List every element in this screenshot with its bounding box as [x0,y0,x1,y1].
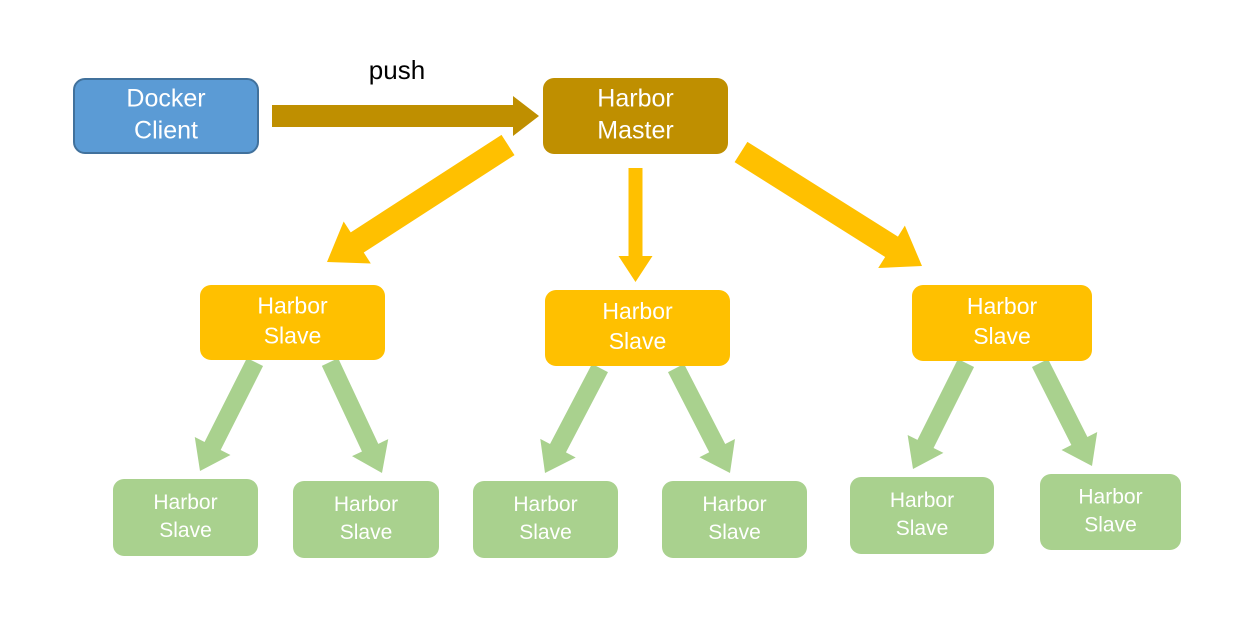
harbor-slave-mid-2-box[interactable] [545,290,730,366]
edge-slave2-to-leaf4 [668,363,735,473]
docker-client-label-line1: Docker [126,85,205,113]
harbor-slave-leaf-1-label-line1: Harbor [153,491,217,514]
slave-arrow-1b-shape [321,358,389,473]
edge-master-to-slave-1 [327,134,515,264]
harbor-slave-leaf-1-label-line2: Slave [159,519,212,542]
harbor-slave-leaf-3-label-line1: Harbor [513,493,577,516]
docker-client-label-line2: Client [134,117,198,145]
harbor-slave-leaf-6-label-line1: Harbor [1078,486,1142,509]
harbor-slave-mid-1-box[interactable] [200,285,385,360]
harbor-slave-mid-3-label-line2: Slave [973,323,1031,349]
node-harbor-slave-leaf-2[interactable]: Harbor Slave [293,481,439,558]
harbor-slave-mid-3-label-line1: Harbor [967,293,1038,319]
harbor-slave-leaf-1-box[interactable] [113,479,258,556]
push-edge-label: push [369,55,425,85]
node-harbor-slave-leaf-1[interactable]: Harbor Slave [113,479,258,556]
harbor-slave-leaf-4-label-line2: Slave [708,521,761,544]
slave-arrow-3b-shape [1031,358,1098,466]
edge-slave2-to-leaf3 [540,363,608,473]
node-harbor-slave-mid-3[interactable]: Harbor Slave [912,285,1092,361]
harbor-slave-leaf-4-label-line1: Harbor [702,493,766,516]
harbor-slave-leaf-6-label-line2: Slave [1084,514,1137,537]
harbor-slave-leaf-6-box[interactable] [1040,474,1181,550]
harbor-slave-leaf-5-box[interactable] [850,477,994,554]
edge-slave3-to-leaf5 [907,358,975,469]
harbor-master-label-line2: Master [597,117,673,145]
harbor-slave-leaf-2-label-line2: Slave [340,521,393,544]
harbor-slave-mid-3-box[interactable] [912,285,1092,361]
node-harbor-slave-leaf-3[interactable]: Harbor Slave [473,481,618,558]
harbor-slave-leaf-5-label-line1: Harbor [890,489,954,512]
harbor-slave-mid-1-label-line1: Harbor [257,293,328,319]
node-harbor-slave-leaf-4[interactable]: Harbor Slave [662,481,807,558]
harbor-slave-leaf-2-label-line1: Harbor [334,493,398,516]
node-docker-client[interactable]: Docker Client [73,78,259,154]
edge-slave1-to-leaf1 [194,357,264,471]
harbor-slave-leaf-3-label-line2: Slave [519,521,572,544]
slave-arrow-2a-shape [540,363,608,473]
node-harbor-master[interactable]: Harbor Master [543,78,728,154]
node-harbor-slave-mid-2[interactable]: Harbor Slave [545,290,730,366]
harbor-slave-leaf-4-box[interactable] [662,481,807,558]
master-arrow-left-shape [327,134,515,264]
master-arrow-center-shape [618,168,653,282]
harbor-slave-leaf-2-box[interactable] [293,481,439,558]
harbor-slave-mid-2-label-line1: Harbor [602,298,673,324]
slave-arrow-3a-shape [907,358,975,469]
harbor-slave-mid-1-label-line2: Slave [264,323,322,349]
edge-slave3-to-leaf6 [1031,358,1098,466]
node-harbor-slave-mid-1[interactable]: Harbor Slave [200,285,385,360]
slave-arrow-1a-shape [194,357,264,471]
harbor-slave-leaf-3-box[interactable] [473,481,618,558]
push-arrow-shape [272,96,539,136]
node-harbor-slave-leaf-6[interactable]: Harbor Slave [1040,474,1181,550]
edge-slave1-to-leaf2 [321,358,389,473]
edge-master-to-slave-3 [734,141,922,268]
edge-master-to-slave-2 [618,168,653,282]
slave-arrow-2b-shape [668,363,735,473]
harbor-slave-leaf-5-label-line2: Slave [896,517,949,540]
harbor-master-label-line1: Harbor [597,85,673,113]
edge-push [272,96,539,136]
harbor-master-box[interactable] [543,78,728,154]
harbor-slave-mid-2-label-line2: Slave [609,328,667,354]
node-harbor-slave-leaf-5[interactable]: Harbor Slave [850,477,994,554]
docker-client-box[interactable] [73,78,259,154]
master-arrow-right-shape [734,141,922,268]
